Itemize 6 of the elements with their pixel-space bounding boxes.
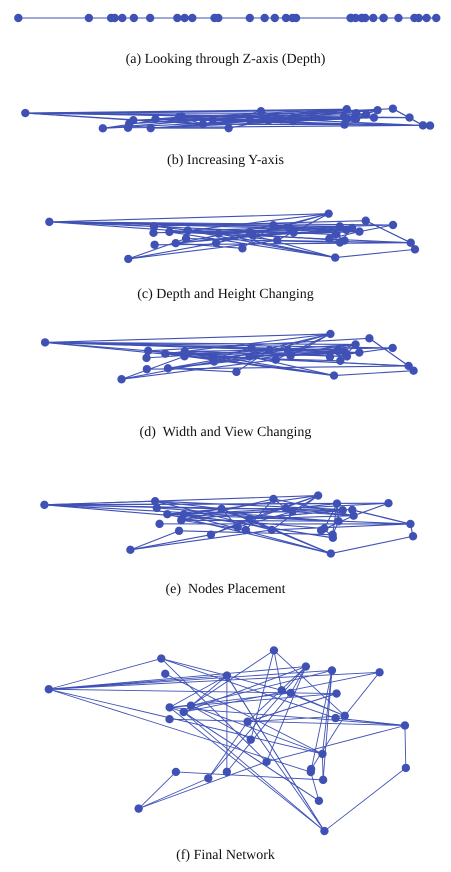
caption: (f) Final Network: [176, 848, 275, 864]
caption: (d) Width and View Changing: [140, 425, 312, 441]
caption: (e) Nodes Placement: [165, 582, 286, 598]
caption: (a) Looking through Z-axis (Depth): [126, 52, 326, 68]
caption: (b) Increasing Y-axis: [167, 153, 284, 169]
caption: (c) Depth and Height Changing: [137, 287, 314, 303]
